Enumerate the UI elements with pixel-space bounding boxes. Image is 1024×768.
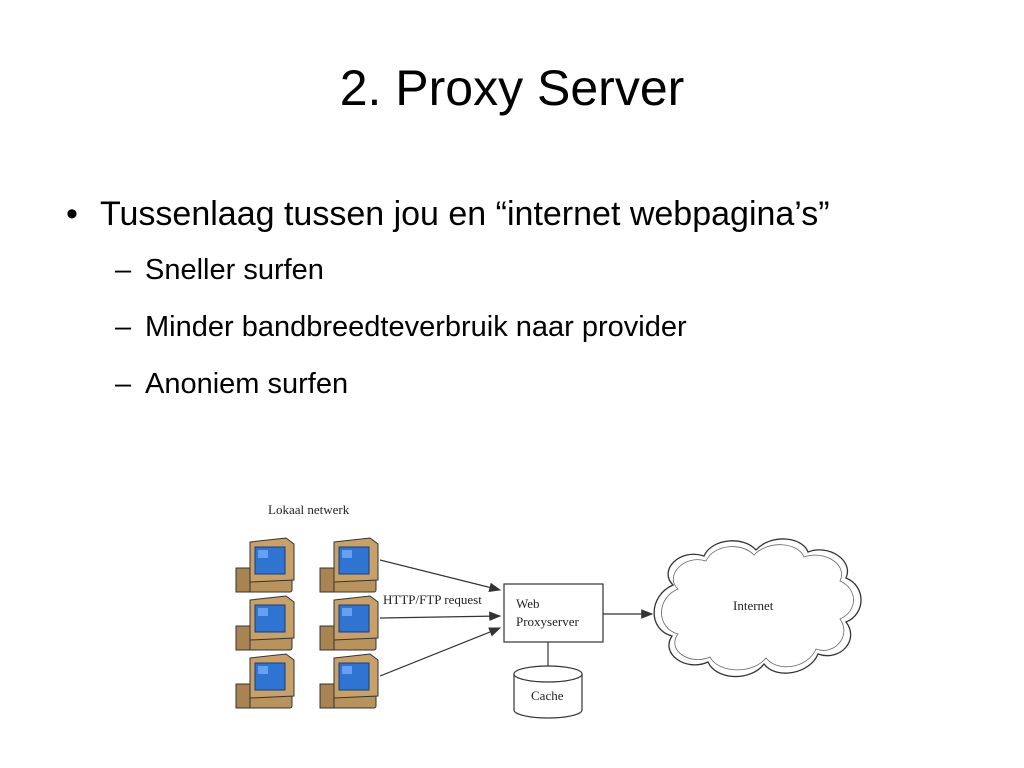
- slide-title: 2. Proxy Server: [339, 60, 685, 116]
- computer-icon: [319, 595, 379, 651]
- bullet-item: • Tussenlaag tussen jou en “internet web…: [60, 192, 960, 236]
- bullet-text: Tussenlaag tussen jou en “internet webpa…: [100, 195, 830, 233]
- proxy-server-box: [503, 583, 604, 643]
- computer-icon: [319, 653, 379, 709]
- sub-bullet-text: Minder bandbreedteverbruik naar provider: [145, 311, 687, 343]
- cache-label: Cache: [531, 688, 564, 703]
- sub-bullet-marker: –: [115, 368, 132, 400]
- sub-bullet-text: Sneller surfen: [145, 254, 324, 286]
- sub-bullet-item: – Minder bandbreedteverbruik naar provid…: [60, 307, 960, 347]
- computer-icon: [319, 537, 379, 593]
- computer-icon: [235, 595, 295, 651]
- sub-bullet-marker: –: [115, 254, 132, 286]
- request-label: HTTP/FTP request: [383, 592, 482, 607]
- internet-cloud-icon: [653, 538, 862, 678]
- sub-bullet-item: – Sneller surfen: [60, 250, 960, 290]
- sub-bullet-text: Anoniem surfen: [145, 368, 349, 400]
- proxy-diagram: Lokaal netwerk HTTP/FTP request Web Prox…: [228, 490, 868, 730]
- proxy-label-line1: Web: [516, 596, 540, 611]
- bullet-list: • Tussenlaag tussen jou en “internet web…: [60, 192, 960, 421]
- sub-bullet-item: – Anoniem surfen: [60, 364, 960, 404]
- cache-cylinder-icon: [513, 665, 583, 719]
- computer-icon: [235, 537, 295, 593]
- request-arrows: [379, 559, 502, 677]
- internet-label: Internet: [733, 598, 774, 613]
- sub-bullet-marker: –: [115, 311, 132, 343]
- lan-label: Lokaal netwerk: [268, 502, 350, 517]
- computer-icon: [235, 653, 295, 709]
- proxy-label-line2: Proxyserver: [516, 614, 579, 629]
- bullet-marker: •: [66, 195, 78, 233]
